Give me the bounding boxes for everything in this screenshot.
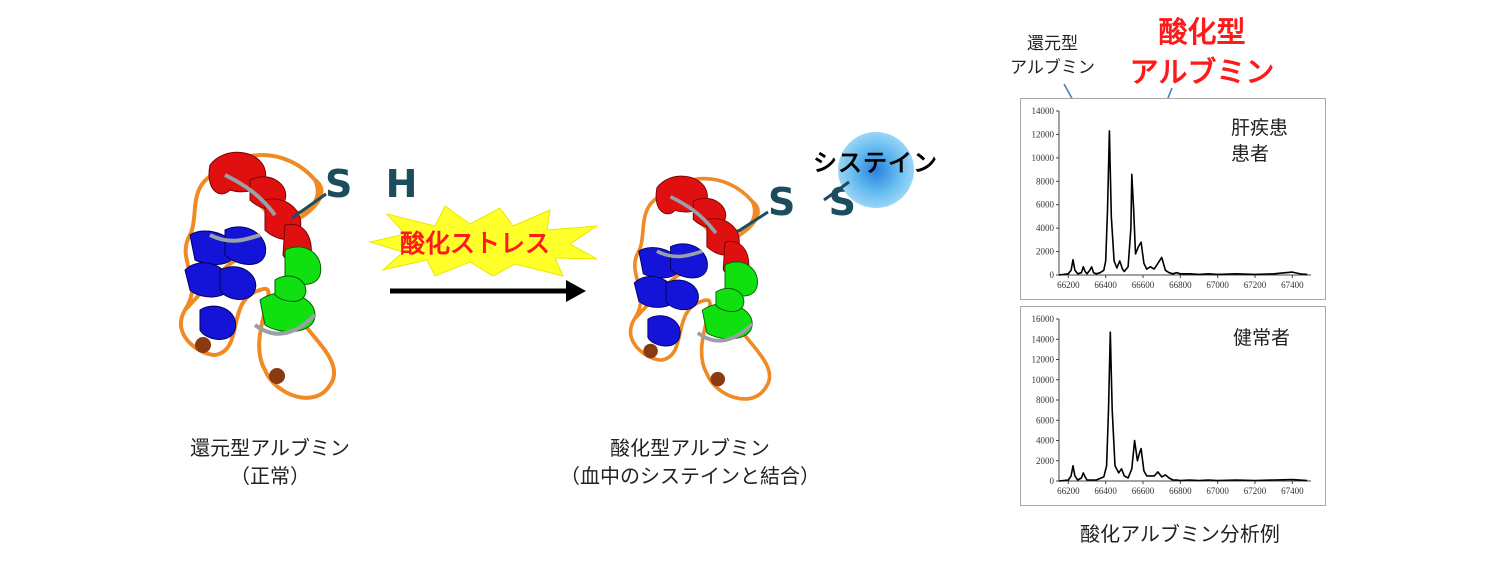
y-tick-label: 2000 (1036, 456, 1055, 466)
sh-group-label: S H (325, 162, 428, 206)
healthy-chart-panel: 0 2000 4000 6000 8000 10000 12000 14000 16000 662… (1020, 306, 1326, 506)
y-tick-label: 12000 (1032, 129, 1055, 139)
x-tick-label: 67400 (1281, 486, 1304, 496)
y-tick-label: 8000 (1036, 176, 1055, 186)
oxidized-albumin-peak-label-line1: 酸化型 (1158, 15, 1246, 49)
x-tick-label: 67200 (1244, 280, 1267, 290)
liver-patient-label: 肝疾患 患者 (1231, 115, 1288, 167)
x-tick-label: 66400 (1094, 280, 1117, 290)
reduced-albumin-caption: 還元型アルブミン （正常） (150, 434, 390, 490)
y-tick-label: 4000 (1036, 436, 1055, 446)
reduced-albumin-caption-line2: （正常） (230, 464, 310, 488)
liver-patient-label-line2: 患者 (1231, 143, 1270, 165)
x-tick-label: 66200 (1057, 280, 1080, 290)
x-tick-label: 66200 (1057, 486, 1080, 496)
x-tick-label: 67000 (1206, 280, 1229, 290)
oxidized-albumin-caption: 酸化型アルブミン （血中のシステインと結合） (530, 434, 850, 490)
reduced-albumin-peak-label: 還元型 アルブミン (990, 32, 1115, 80)
liver-patient-chart-panel: 0 2000 4000 6000 8000 10000 12000 14000 66200 664… (1020, 98, 1326, 300)
x-tick-label: 67000 (1206, 486, 1229, 496)
y-tick-label: 8000 (1036, 395, 1055, 405)
y-tick-label: 0 (1050, 270, 1055, 280)
healthy-chart: 0 2000 4000 6000 8000 10000 12000 14000 16000 662… (1032, 314, 1311, 496)
spectrum-line (1058, 130, 1308, 276)
reduced-albumin-peak-label-line2: アルブミン (1010, 58, 1095, 78)
liver-patient-label-line1: 肝疾患 (1231, 117, 1289, 139)
spectrum-line (1058, 331, 1308, 482)
oxidized-albumin-caption-line2: （血中のシステインと結合） (560, 464, 820, 488)
y-tick-label: 12000 (1032, 355, 1055, 365)
y-tick-label: 14000 (1032, 334, 1055, 344)
analysis-example-caption: 酸化アルブミン分析例 (1080, 522, 1280, 546)
reduced-albumin-structure (165, 140, 405, 410)
x-tick-label: 67200 (1244, 486, 1267, 496)
cysteine-connector-line (823, 180, 850, 202)
oxidized-albumin-structure (605, 165, 845, 410)
y-tick-label: 16000 (1032, 314, 1055, 324)
oxidative-stress-burst (368, 205, 599, 277)
cysteine-sphere (838, 132, 914, 208)
ss-connector-line (736, 210, 769, 234)
y-tick-label: 14000 (1032, 106, 1055, 116)
x-tick-label: 67400 (1281, 280, 1304, 290)
y-tick-label: 6000 (1036, 200, 1055, 210)
oxidized-albumin-caption-line1: 酸化型アルブミン (610, 436, 770, 460)
cysteine-label: システイン (813, 149, 938, 177)
y-tick-label: 2000 (1036, 247, 1055, 257)
reduced-albumin-peak-label-line1: 還元型 (1027, 34, 1078, 54)
y-tick-label: 10000 (1032, 153, 1055, 163)
oxidized-albumin-peak-label: 酸化型 アルブミン (1112, 12, 1292, 92)
x-tick-label: 66600 (1132, 486, 1155, 496)
y-tick-label: 10000 (1032, 375, 1055, 385)
x-tick-label: 66800 (1169, 280, 1192, 290)
y-tick-label: 4000 (1036, 223, 1055, 233)
y-tick-label: 0 (1050, 476, 1055, 486)
oxidized-albumin-peak-label-line2: アルブミン (1129, 55, 1275, 89)
x-tick-label: 66600 (1132, 280, 1155, 290)
reduced-albumin-caption-line1: 還元型アルブミン (190, 436, 350, 460)
sh-connector-line (291, 192, 327, 220)
oxidative-stress-label: 酸化ストレス (400, 229, 551, 258)
healthy-label: 健常者 (1233, 327, 1291, 349)
y-tick-label: 6000 (1036, 415, 1055, 425)
x-tick-label: 66800 (1169, 486, 1192, 496)
x-tick-label: 66400 (1094, 486, 1117, 496)
liver-patient-chart: 0 2000 4000 6000 8000 10000 12000 14000 66200 664… (1032, 106, 1311, 290)
reaction-arrow (390, 280, 586, 302)
